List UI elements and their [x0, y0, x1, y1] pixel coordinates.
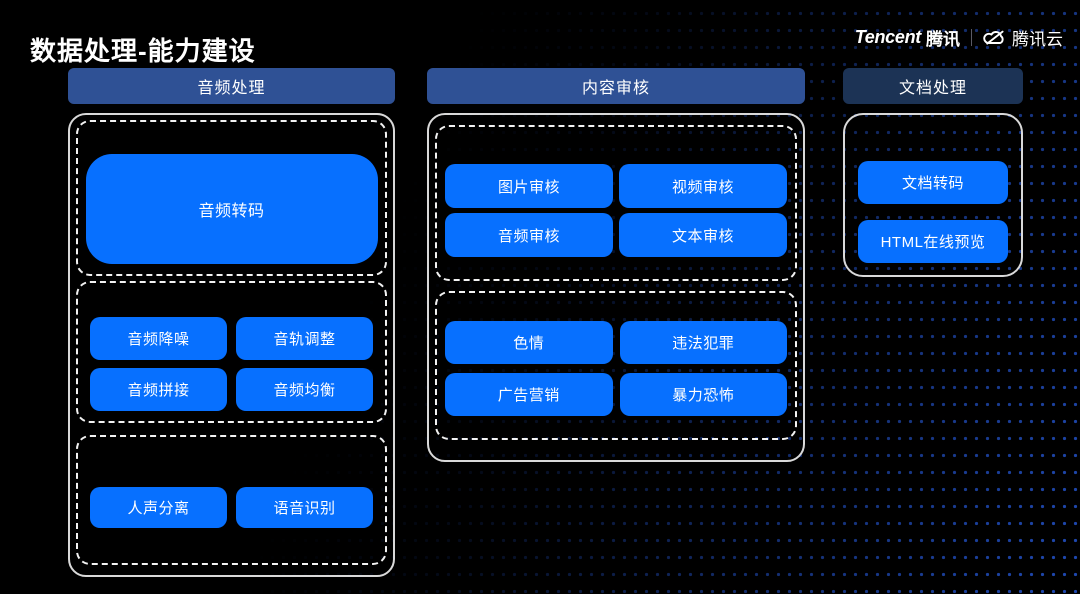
audio-equalize-block: 音频均衡 [236, 368, 373, 411]
audio-track-adjust-block: 音轨调整 [236, 317, 373, 360]
porn-category-block: 色情 [445, 321, 613, 364]
brand-logos: Tencent 腾讯 腾讯云 [855, 25, 1063, 50]
html-online-preview-block: HTML在线预览 [858, 220, 1008, 263]
violence-terror-category-block: 暴力恐怖 [619, 373, 787, 416]
column-header-audio-processing: 音频处理 [68, 68, 395, 104]
audio-processing-panel: 音频转码 音频降噪 音轨调整 音频拼接 音频均衡 人声分离 语音识别 [68, 113, 395, 577]
page-title: 数据处理-能力建设 [30, 36, 256, 67]
tencent-cn-label: 腾讯 [926, 30, 960, 49]
review-category-section: 色情 违法犯罪 广告营销 暴力恐怖 [435, 291, 797, 440]
column-document-processing: 文档处理 文档转码 HTML在线预览 [843, 68, 1023, 277]
audio-transcode-section: 音频转码 [76, 120, 387, 276]
audio-denoise-block: 音频降噪 [90, 317, 227, 360]
illegal-crime-category-block: 违法犯罪 [619, 321, 787, 364]
column-header-document-processing: 文档处理 [843, 68, 1023, 104]
image-review-block: 图片审核 [445, 164, 613, 208]
review-media-section: 图片审核 视频审核 音频审核 文本审核 [435, 125, 797, 281]
audio-ai-section: 人声分离 语音识别 [76, 435, 387, 565]
audio-transcode-block: 音频转码 [85, 154, 378, 264]
audio-editing-section: 音频降噪 音轨调整 音频拼接 音频均衡 [76, 281, 387, 423]
tencent-cloud-label: 腾讯云 [1012, 30, 1063, 49]
audio-splice-block: 音频拼接 [90, 368, 227, 411]
text-review-block: 文本审核 [619, 213, 787, 257]
document-processing-panel: 文档转码 HTML在线预览 [843, 113, 1023, 277]
audio-review-block: 音频审核 [445, 213, 613, 257]
tencent-cloud-icon [983, 29, 1007, 46]
content-review-panel: 图片审核 视频审核 音频审核 文本审核 色情 违法犯罪 广告营销 暴力恐怖 [427, 113, 805, 462]
video-review-block: 视频审核 [619, 164, 787, 208]
column-header-content-review: 内容审核 [427, 68, 805, 104]
voice-separation-block: 人声分离 [90, 486, 227, 528]
column-audio-processing: 音频处理 音频转码 音频降噪 音轨调整 音频拼接 音频均衡 人声分离 语音识别 [68, 68, 395, 577]
doc-transcode-block: 文档转码 [858, 161, 1008, 204]
column-content-review: 内容审核 图片审核 视频审核 音频审核 文本审核 色情 违法犯罪 广告营销 暴力… [427, 68, 805, 462]
speech-recognition-block: 语音识别 [236, 486, 373, 528]
tencent-logo: Tencent [854, 27, 922, 47]
ad-marketing-category-block: 广告营销 [445, 373, 613, 416]
logo-divider [971, 29, 972, 46]
